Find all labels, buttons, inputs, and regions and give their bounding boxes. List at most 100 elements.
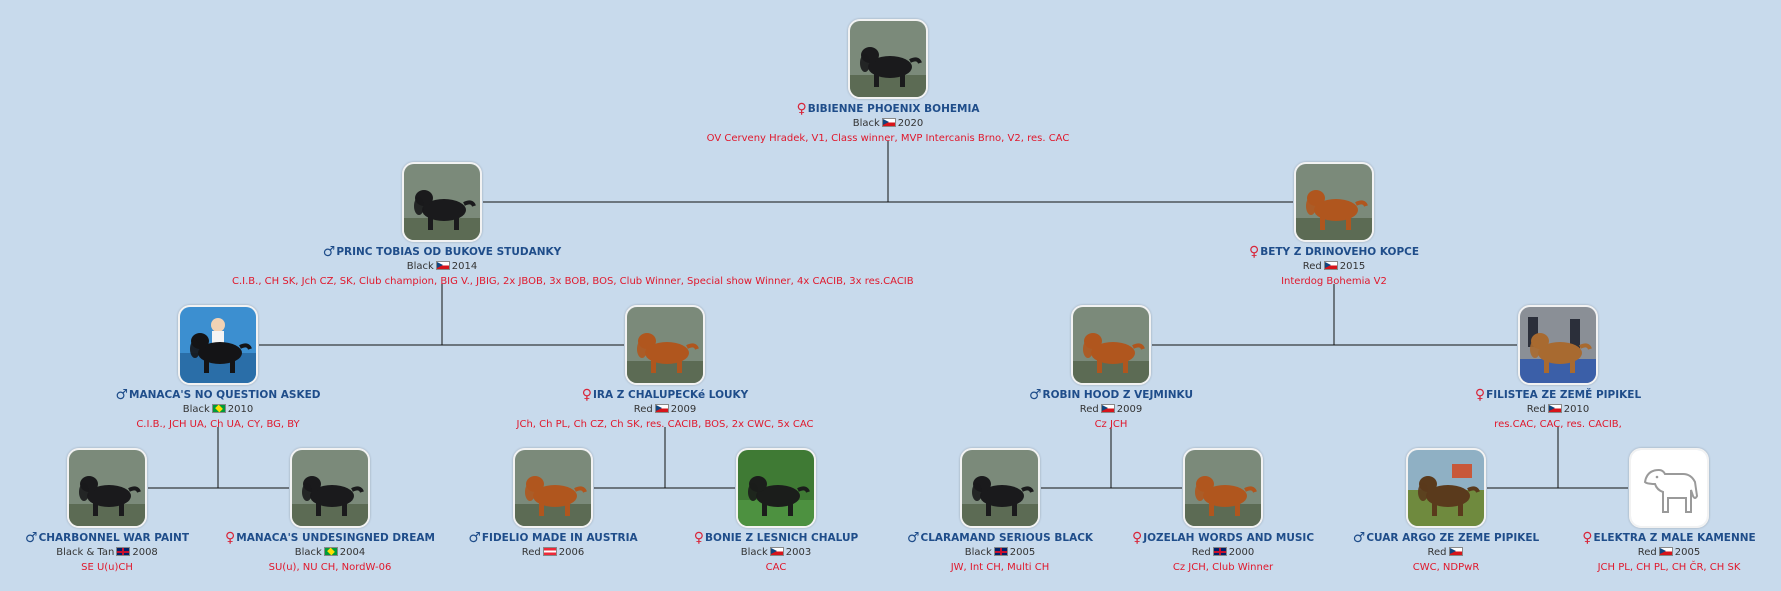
- female-symbol-icon: ♀: [1582, 530, 1593, 546]
- dog-name-row: ♂FIDELIO MADE IN AUSTRIA: [343, 531, 763, 546]
- show-red-photo-art: [1520, 307, 1596, 383]
- dog-name-link[interactable]: BIBIENNE PHOENIX BOHEMIA: [807, 103, 980, 115]
- red-spaniel-photo-art: [1073, 307, 1149, 383]
- dog-titles: JCH PL, CH PL, CH ČR, CH SK: [1597, 562, 1741, 573]
- dog-birth-year: 2003: [785, 547, 812, 558]
- dog-name-link[interactable]: CLARAMAND SERIOUS BLACK: [920, 532, 1094, 544]
- dog-name-link[interactable]: JOZELAH WORDS AND MUSIC: [1143, 532, 1315, 544]
- dog-card-filistea: ♀FILISTEA ZE ZEMĚ PIPIKEL Red 2010 res.CAC,…: [1348, 305, 1768, 432]
- dog-name-link[interactable]: FILISTEA ZE ZEMĚ PIPIKEL: [1486, 389, 1642, 401]
- dog-photo[interactable]: [402, 162, 482, 242]
- dog-name-link[interactable]: CHARBONNEL WAR PAINT: [38, 532, 189, 544]
- dog-titles: Cz JCH: [1094, 419, 1128, 430]
- female-symbol-icon: ♀: [1248, 244, 1260, 260]
- dog-birth-year: 2008: [132, 547, 158, 558]
- dog-name-row: ♀MANACA'S UNDESINGNED DREAM: [120, 531, 540, 546]
- dog-name-link[interactable]: FIDELIO MADE IN AUSTRIA: [481, 532, 638, 544]
- male-symbol-icon: ♂: [906, 530, 920, 546]
- dog-titles: SE U(u)CH: [81, 562, 133, 573]
- dog-photo[interactable]: [848, 19, 928, 99]
- dog-photo[interactable]: [67, 448, 147, 528]
- dog-name-link[interactable]: ELEKTRA Z MALE KAMENNE: [1593, 532, 1756, 544]
- dog-color: Red: [633, 404, 653, 415]
- male-symbol-icon: ♂: [25, 530, 38, 546]
- female-symbol-icon: ♀: [1474, 387, 1486, 403]
- country-flag-icon: [323, 547, 338, 556]
- dog-name-row: ♂CUAR ARGO ZE ZEME PIPIKEL: [1236, 531, 1656, 546]
- country-flag-icon: [881, 118, 896, 127]
- dog-color: Black & Tan: [56, 547, 115, 558]
- dog-birth-year: 2000: [1228, 547, 1255, 558]
- dog-name-row: ♀IRA Z CHALUPECKé LOUKY: [455, 388, 875, 403]
- dog-titles: res.CAC, CAC, res. CACIB,: [1494, 419, 1622, 430]
- country-flag-icon: [1323, 261, 1338, 270]
- dog-titles: CAC: [765, 562, 787, 573]
- country-flag-icon: [654, 404, 669, 413]
- dog-photo[interactable]: [1294, 162, 1374, 242]
- dog-name-link[interactable]: IRA Z CHALUPECKé LOUKY: [592, 389, 749, 401]
- dog-name-link[interactable]: CUAR ARGO ZE ZEME PIPIKEL: [1366, 532, 1540, 544]
- country-flag-icon: [1658, 547, 1673, 556]
- dog-birth-year: 2010: [1563, 404, 1590, 415]
- male-symbol-icon: ♂: [468, 530, 481, 546]
- dog-color: Black: [740, 547, 768, 558]
- black-spaniel-photo-art: [850, 21, 926, 97]
- black-spaniel-photo-art: [69, 450, 145, 526]
- dog-name-link[interactable]: MANACA'S NO QUESTION ASKED: [129, 389, 321, 401]
- dog-color: Red: [1526, 404, 1546, 415]
- dog-photo[interactable]: [960, 448, 1040, 528]
- female-symbol-icon: ♀: [693, 530, 705, 546]
- dog-photo[interactable]: [1183, 448, 1263, 528]
- dog-name-row: ♂PRINC TOBIAS OD BUKOVE STUDANKY: [232, 245, 652, 260]
- dog-photo[interactable]: [736, 448, 816, 528]
- dog-photo[interactable]: [178, 305, 258, 385]
- dog-titles: OV Cerveny Hradek, V1, Class winner, MVP…: [706, 133, 1070, 144]
- dog-name-link[interactable]: PRINC TOBIAS OD BUKOVE STUDANKY: [336, 246, 562, 258]
- dog-name-link[interactable]: BETY Z DRINOVEHO KOPCE: [1260, 246, 1420, 258]
- dog-card-charbonnel: ♂CHARBONNEL WAR PAINT Black & Tan 2008 SE U…: [0, 448, 317, 575]
- dog-name-link[interactable]: BONIE Z LESNICH CHALUP: [705, 532, 859, 544]
- dog-photo[interactable]: [513, 448, 593, 528]
- dog-name-link[interactable]: MANACA'S UNDESINGNED DREAM: [236, 532, 435, 544]
- dog-name-row: ♀BETY Z DRINOVEHO KOPCE: [1124, 245, 1544, 260]
- show-black-photo-art: [180, 307, 256, 383]
- dog-birth-year: 2020: [897, 118, 924, 129]
- male-symbol-icon: ♂: [322, 244, 336, 260]
- country-flag-icon: [769, 547, 784, 556]
- dog-photo[interactable]: [1071, 305, 1151, 385]
- dog-name-row: ♂ROBIN HOOD Z VEJMINKU: [901, 388, 1321, 403]
- dog-name-row: ♂MANACA'S NO QUESTION ASKED: [8, 388, 428, 403]
- dog-name-link[interactable]: ROBIN HOOD Z VEJMINKU: [1042, 389, 1194, 401]
- dog-name-row: ♀BONIE Z LESNICH CHALUP: [566, 531, 986, 546]
- dog-color: Red: [1079, 404, 1099, 415]
- black-spaniel-photo-art: [404, 164, 480, 240]
- dog-birth-year: 2005: [1009, 547, 1036, 558]
- female-symbol-icon: ♀: [1131, 530, 1143, 546]
- country-flag-icon: [435, 261, 450, 270]
- field-dog-photo-art: [1408, 450, 1484, 526]
- dog-photo[interactable]: [290, 448, 370, 528]
- dog-photo[interactable]: [1629, 448, 1709, 528]
- dog-photo[interactable]: [1518, 305, 1598, 385]
- dog-name-row: ♀ELEKTRA Z MALE KAMENNE: [1459, 531, 1781, 546]
- female-symbol-icon: ♀: [796, 101, 807, 117]
- female-symbol-icon: ♀: [225, 530, 236, 546]
- dog-photo[interactable]: [1406, 448, 1486, 528]
- dog-photo[interactable]: [625, 305, 705, 385]
